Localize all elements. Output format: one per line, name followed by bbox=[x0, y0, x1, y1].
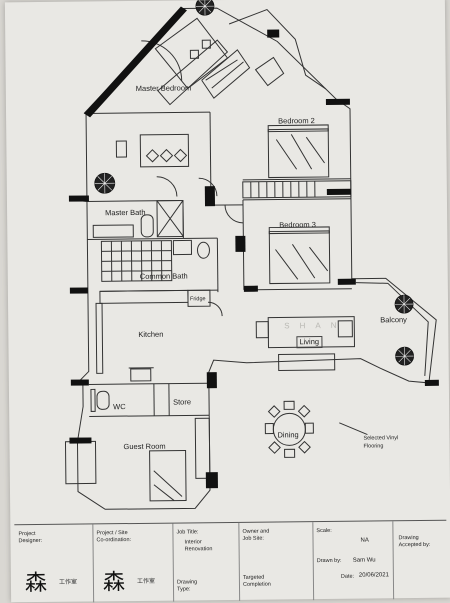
completion-label-2: Completion bbox=[243, 582, 271, 589]
label-flooring-note-2: Flooring bbox=[364, 444, 384, 450]
date-value: 20/06/2021 bbox=[359, 572, 389, 578]
title-block-scale-col: Scale: NA Drawn by: Sam Wu Date: 20/06/2… bbox=[312, 521, 394, 600]
designer-logo-glyph: 森 bbox=[25, 565, 47, 597]
title-block-accepted-col: Drawing Accepted by: bbox=[392, 521, 447, 600]
coordination-logo-caption: 工作室 bbox=[137, 576, 155, 585]
floor-plan bbox=[5, 0, 450, 602]
designer-logo-caption: 工作室 bbox=[59, 577, 77, 586]
designer-label-1: Project bbox=[18, 531, 35, 537]
label-fridge: Fridge bbox=[190, 297, 206, 303]
label-store: Store bbox=[173, 398, 191, 406]
job-title-label: Job Title: bbox=[176, 529, 198, 536]
label-wc: WC bbox=[113, 403, 126, 411]
label-bedroom-2: Bedroom 2 bbox=[278, 117, 315, 125]
outer-wall bbox=[69, 6, 438, 510]
label-balcony: Balcony bbox=[380, 316, 407, 324]
designer-label-2: Designer: bbox=[18, 538, 42, 545]
accepted-label-1: Drawing bbox=[398, 535, 418, 542]
label-flooring-note-1: Selected Vinyl bbox=[363, 436, 398, 442]
drawing-type-label-1: Drawing bbox=[177, 579, 197, 586]
job-title-value-2: Renovation bbox=[185, 546, 213, 553]
label-master-bath: Master Bath bbox=[105, 209, 146, 217]
coordination-label-1: Project / Site bbox=[96, 530, 127, 537]
drawing-sheet: Master Bedroom Bedroom 2 Bedroom 3 Maste… bbox=[5, 0, 450, 602]
date-label: Date: bbox=[341, 574, 354, 580]
scale-value: NA bbox=[360, 538, 368, 544]
label-common-bath: Common Bath bbox=[140, 272, 188, 280]
owner-label-2: Job Site: bbox=[242, 536, 263, 543]
title-block: Project Designer: 森 工作室 Project / Site C… bbox=[14, 520, 447, 603]
scale-label: Scale: bbox=[316, 528, 331, 534]
accepted-label-2: Accepted by: bbox=[399, 542, 431, 549]
owner-label-1: Owner and bbox=[242, 529, 269, 536]
drawn-by-label: Drawn by: bbox=[317, 558, 342, 565]
coordination-label-2: Co-ordination: bbox=[96, 537, 131, 544]
completion-label-1: Targeted bbox=[243, 575, 264, 582]
north-wall bbox=[86, 112, 210, 113]
label-guest-room: Guest Room bbox=[123, 443, 165, 451]
thick-wall-diagonal bbox=[83, 6, 188, 117]
label-living: Living bbox=[296, 336, 322, 348]
title-block-coordination-col: Project / Site Co-ordination: 森 工作室 bbox=[92, 524, 174, 603]
job-title-value-1: Interior bbox=[185, 539, 202, 545]
title-block-job-col: Job Title: Interior Renovation Drawing T… bbox=[172, 523, 240, 602]
label-bedroom-3: Bedroom 3 bbox=[279, 221, 316, 229]
title-block-designer-col: Project Designer: 森 工作室 bbox=[14, 524, 94, 603]
label-kitchen: Kitchen bbox=[138, 331, 163, 339]
label-dining: Dining bbox=[277, 431, 298, 439]
label-master-bedroom: Master Bedroom bbox=[136, 84, 192, 92]
drawing-type-label-2: Type: bbox=[177, 586, 191, 592]
drawn-by-value: Sam Wu bbox=[353, 557, 376, 563]
watermark: SHAN bbox=[284, 321, 346, 331]
title-block-owner-col: Owner and Job Site: Targeted Completion bbox=[238, 522, 314, 601]
coordination-logo-glyph: 森 bbox=[103, 564, 125, 596]
